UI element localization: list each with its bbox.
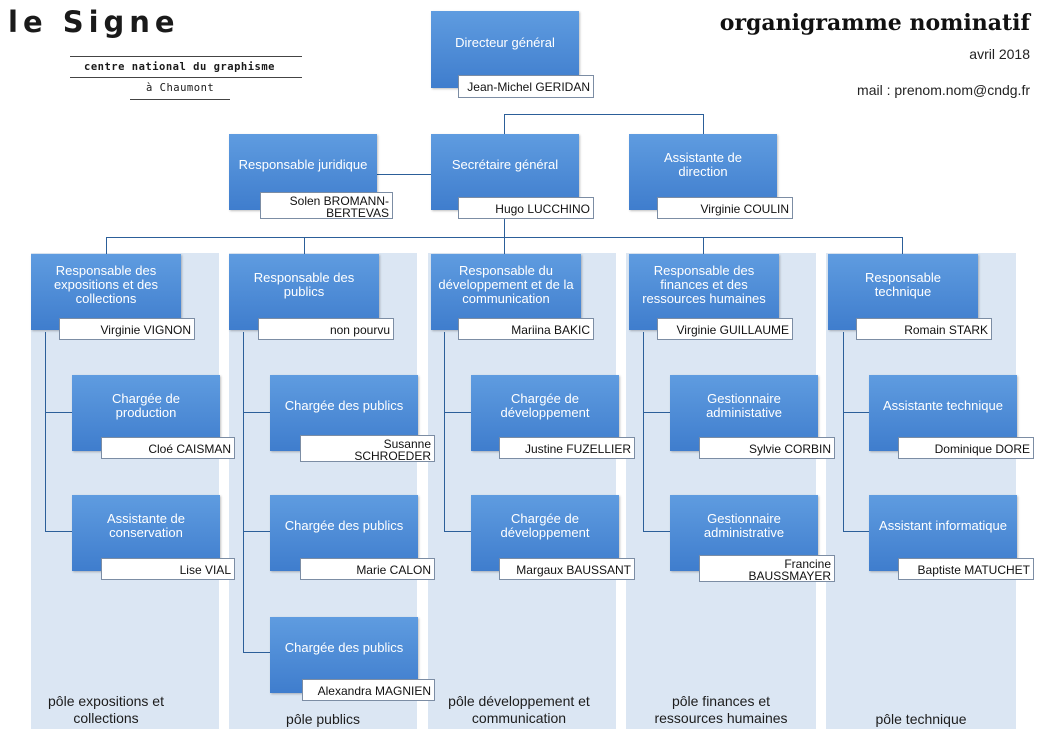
name-director: Jean-Michel GERIDAN bbox=[458, 75, 594, 98]
connector bbox=[504, 237, 505, 254]
connector bbox=[243, 531, 270, 532]
pole-label: pôle développement et communication bbox=[448, 693, 590, 726]
connector bbox=[703, 237, 704, 254]
name-head-expositions: Virginie VIGNON bbox=[59, 318, 195, 340]
connector bbox=[304, 237, 305, 254]
name-staff: Marie CALON bbox=[300, 558, 435, 580]
role-box-head-expositions: Responsable des expositions et des colle… bbox=[31, 254, 181, 330]
logo-title: le Signe bbox=[8, 5, 180, 39]
connector bbox=[106, 237, 107, 254]
connector bbox=[504, 114, 703, 115]
name-staff: Baptiste MATUCHET bbox=[898, 558, 1034, 580]
name-head-finances: Virginie GUILLAUME bbox=[657, 318, 793, 340]
name-secretary: Hugo LUCCHINO bbox=[458, 197, 594, 219]
name-head-developpement: Mariina BAKIC bbox=[458, 318, 594, 340]
logo-divider bbox=[130, 99, 230, 100]
connector bbox=[243, 412, 270, 413]
name-head-publics: non pourvu bbox=[258, 318, 394, 340]
role-box-head-developpement: Responsable du développement et de la co… bbox=[431, 254, 581, 330]
document-date: avril 2018 bbox=[969, 46, 1030, 62]
role-box-staff: Assistante technique bbox=[869, 375, 1017, 451]
connector bbox=[243, 652, 270, 653]
connector bbox=[643, 531, 670, 532]
connector bbox=[643, 412, 670, 413]
connector bbox=[643, 332, 644, 531]
logo-divider bbox=[70, 56, 302, 57]
name-juridique: Solen BROMANN-BERTEVAS bbox=[260, 192, 393, 219]
pole-label: pôle expositions et collections bbox=[48, 693, 164, 726]
logo-location: à Chaumont bbox=[146, 82, 215, 94]
connector bbox=[45, 531, 72, 532]
logo-divider bbox=[70, 77, 302, 78]
role-box-head-finances: Responsable des finances et des ressourc… bbox=[629, 254, 779, 330]
name-staff: Francine BAUSSMAYER bbox=[699, 555, 835, 582]
document-title: organigramme nominatif bbox=[719, 10, 1030, 36]
connector bbox=[444, 412, 471, 413]
name-staff: Cloé CAISMAN bbox=[101, 437, 235, 459]
name-staff: Sylvie CORBIN bbox=[699, 437, 835, 459]
connector bbox=[843, 531, 869, 532]
connector bbox=[45, 412, 72, 413]
connector bbox=[243, 332, 244, 652]
connector bbox=[843, 412, 869, 413]
connector bbox=[377, 174, 431, 175]
connector bbox=[444, 332, 445, 531]
pole-label: pôle finances et ressources humaines bbox=[654, 693, 788, 726]
connector bbox=[902, 237, 903, 254]
role-box-head-publics: Responsable des publics bbox=[229, 254, 379, 330]
connector bbox=[504, 219, 505, 237]
connector bbox=[504, 114, 505, 134]
connector bbox=[843, 332, 844, 531]
role-box-head-technique: Responsable technique bbox=[828, 254, 978, 330]
name-staff: Susanne SCHROEDER bbox=[300, 435, 435, 462]
logo-subtitle: centre national du graphisme bbox=[84, 61, 276, 73]
role-box-staff: Chargée de développement bbox=[471, 375, 619, 451]
name-staff: Dominique DORE bbox=[898, 437, 1034, 459]
name-staff: Margaux BAUSSANT bbox=[499, 558, 635, 580]
name-staff: Lise VIAL bbox=[101, 558, 235, 580]
connector bbox=[703, 114, 704, 134]
connector bbox=[444, 531, 471, 532]
name-staff: Alexandra MAGNIEN bbox=[302, 679, 435, 701]
name-staff: Justine FUZELLIER bbox=[499, 437, 635, 459]
name-head-technique: Romain STARK bbox=[856, 318, 992, 340]
contact-mail: mail : prenom.nom@cndg.fr bbox=[857, 82, 1030, 98]
pole-label: pôle publics bbox=[286, 711, 360, 727]
connector bbox=[45, 332, 46, 531]
name-assistant-direction: Virginie COULIN bbox=[657, 197, 793, 219]
pole-label: pôle technique bbox=[875, 711, 967, 727]
